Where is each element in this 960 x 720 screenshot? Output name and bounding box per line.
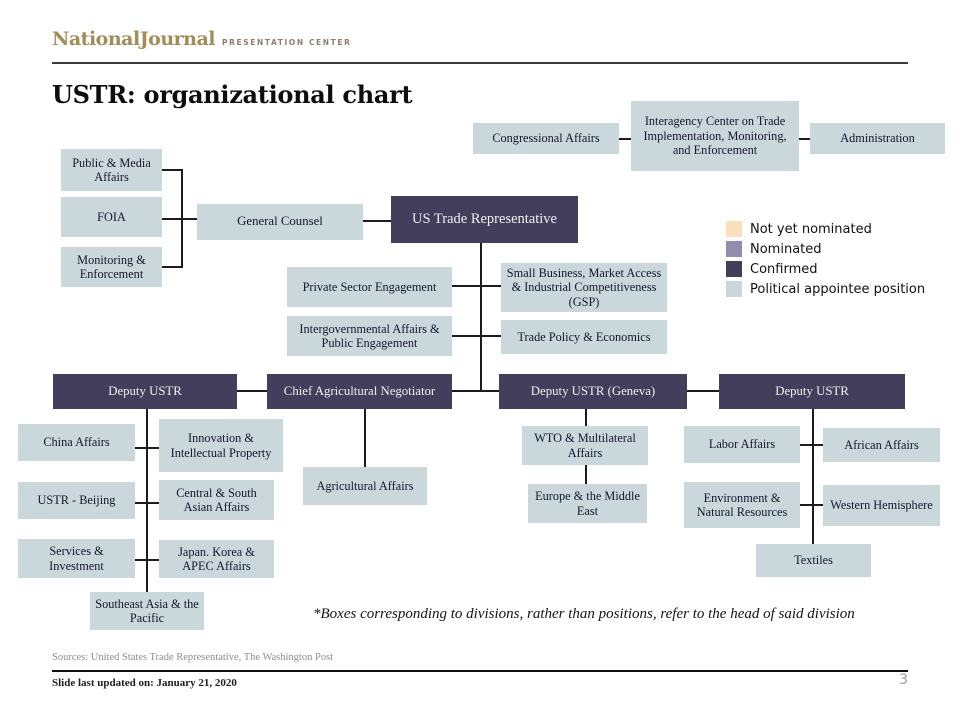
org-box-agricultural-affairs: Agricultural Affairs <box>303 467 427 505</box>
national-journal-logo: NationalJournal PRESENTATION CENTER <box>52 28 351 50</box>
connector-line <box>146 409 148 592</box>
org-box-private-sector-engagement: Private Sector Engagement <box>287 267 452 307</box>
org-box-china-affairs: China Affairs <box>18 424 135 461</box>
sources-line: Sources: United States Trade Representat… <box>52 652 334 663</box>
connector-line <box>799 138 810 140</box>
connector-line <box>480 243 482 391</box>
org-box-western-hemisphere: Western Hemisphere <box>823 485 940 526</box>
slide-updated-line: Slide last updated on: January 21, 2020 <box>52 677 237 689</box>
connector-line <box>135 559 159 561</box>
connector-line <box>812 409 814 544</box>
connector-line <box>237 390 267 392</box>
org-box-african-affairs: African Affairs <box>823 428 940 462</box>
org-box-labor-affairs: Labor Affairs <box>684 426 800 463</box>
org-box-small-business: Small Business, Market Access & Industri… <box>501 263 667 312</box>
connector-line <box>452 390 499 392</box>
connector-line <box>687 390 719 392</box>
legend-item-political-appointee: Political appointee position <box>726 281 925 297</box>
org-box-congressional-affairs: Congressional Affairs <box>473 123 619 154</box>
connector-line <box>181 169 183 268</box>
legend-item-confirmed: Confirmed <box>726 261 925 277</box>
connector-line <box>452 285 501 287</box>
footer-divider <box>52 670 908 672</box>
org-box-central-south-asian: Central & South Asian Affairs <box>159 480 274 520</box>
org-box-administration: Administration <box>810 123 945 154</box>
confirmed-swatch <box>726 261 742 277</box>
connector-line <box>135 502 159 504</box>
org-box-intergovernmental-affairs: Intergovernmental Affairs & Public Engag… <box>287 316 452 356</box>
org-box-interagency-center: Interagency Center on Trade Implementati… <box>631 101 799 171</box>
legend-label: Confirmed <box>750 261 818 277</box>
org-box-monitoring-enforcement: Monitoring & Enforcement <box>61 247 162 287</box>
nominated-swatch <box>726 241 742 257</box>
legend-label: Not yet nominated <box>750 221 872 237</box>
status-legend: Not yet nominated Nominated Confirmed Po… <box>726 221 925 301</box>
org-box-innovation-ip: Innovation & Intellectual Property <box>159 419 283 472</box>
connector-line <box>162 266 182 268</box>
connector-line <box>619 138 631 140</box>
connector-line <box>162 169 182 171</box>
org-box-europe-middle-east: Europe & the Middle East <box>528 484 647 523</box>
legend-item-nominated: Nominated <box>726 241 925 257</box>
org-box-environment-natural-resources: Environment & Natural Resources <box>684 482 800 528</box>
org-box-wto-multilateral: WTO & Multilateral Affairs <box>522 426 648 465</box>
org-box-services-investment: Services & Investment <box>18 539 135 578</box>
org-box-foia: FOIA <box>61 197 162 237</box>
org-box-chief-agricultural-negotiator: Chief Agricultural Negotiator <box>267 374 452 409</box>
connector-line <box>585 465 587 484</box>
org-box-textiles: Textiles <box>756 544 871 577</box>
footnote: *Boxes corresponding to divisions, rathe… <box>313 606 855 622</box>
page-title: USTR: organizational chart <box>52 80 413 109</box>
connector-line <box>363 220 391 222</box>
header-divider <box>52 62 908 64</box>
logo-subtext: PRESENTATION CENTER <box>222 38 352 47</box>
connector-line <box>585 409 587 426</box>
connector-line <box>800 504 823 506</box>
legend-item-not-yet-nominated: Not yet nominated <box>726 221 925 237</box>
org-box-deputy-ustr-geneva: Deputy USTR (Geneva) <box>499 374 687 409</box>
connector-line <box>800 444 823 446</box>
connector-line <box>162 218 197 220</box>
org-box-deputy-ustr-1: Deputy USTR <box>53 374 237 409</box>
org-box-public-media-affairs: Public & Media Affairs <box>61 149 162 191</box>
connector-line <box>452 335 501 337</box>
org-box-us-trade-representative: US Trade Representative <box>391 196 578 243</box>
org-box-deputy-ustr-2: Deputy USTR <box>719 374 905 409</box>
legend-label: Nominated <box>750 241 822 257</box>
legend-label: Political appointee position <box>750 281 926 297</box>
connector-line <box>364 409 366 467</box>
political-appointee-swatch <box>726 281 742 297</box>
org-box-southeast-asia-pacific: Southeast Asia & the Pacific <box>90 592 204 630</box>
page-number: 3 <box>899 672 908 688</box>
not-yet-nominated-swatch <box>726 221 742 237</box>
org-box-ustr-beijing: USTR - Beijing <box>18 482 135 519</box>
logo-wordmark: NationalJournal <box>52 28 216 50</box>
org-box-japan-korea-apec: Japan. Korea & APEC Affairs <box>159 540 274 578</box>
org-box-trade-policy-economics: Trade Policy & Economics <box>501 320 667 354</box>
connector-line <box>135 447 159 449</box>
org-box-general-counsel: General Counsel <box>197 204 363 240</box>
